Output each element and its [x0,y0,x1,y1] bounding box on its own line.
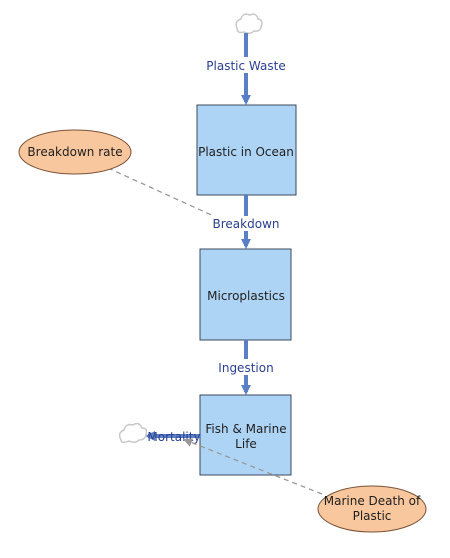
aux-breakdown-rate[interactable]: Breakdown rate [18,129,132,175]
stock-microplastics[interactable]: Microplastics [199,248,292,341]
flow-label-bg [215,359,277,375]
aux-label-breakdown-rate: Breakdown rate [27,145,122,159]
stock-fish-marine-life[interactable]: Fish & Marine Life [199,394,292,476]
aux-label-marine-death-line1: Marine Death of [324,494,421,508]
stock-label-fish-marine-line2: Life [235,437,257,451]
flow-label-plastic-waste: Plastic Waste [206,59,285,73]
flow-ingestion: Ingestion [215,340,277,395]
aux-label-marine-death-line2: Plastic [353,509,392,523]
aux-marine-death[interactable]: Marine Death of Plastic [317,485,427,533]
flow-mortality: Mortality [145,430,201,444]
stock-label-microplastics: Microplastics [207,289,285,303]
flow-label-bg [200,57,292,73]
stock-plastic-in-ocean[interactable]: Plastic in Ocean [196,104,297,196]
flow-breakdown: Breakdown [212,195,280,249]
sink-cloud-icon [118,422,148,444]
stock-label-fish-marine-line1: Fish & Marine [205,422,286,436]
link-marine-death [183,438,323,495]
flow-label-mortality: Mortality [147,430,200,444]
flow-plastic-waste: Plastic Waste [200,33,292,105]
flow-label-ingestion: Ingestion [218,361,273,375]
stock-label-plastic-in-ocean: Plastic in Ocean [198,145,294,159]
source-cloud-icon [235,13,263,35]
flow-label-bg [212,216,280,231]
flow-label-breakdown: Breakdown [213,217,280,231]
